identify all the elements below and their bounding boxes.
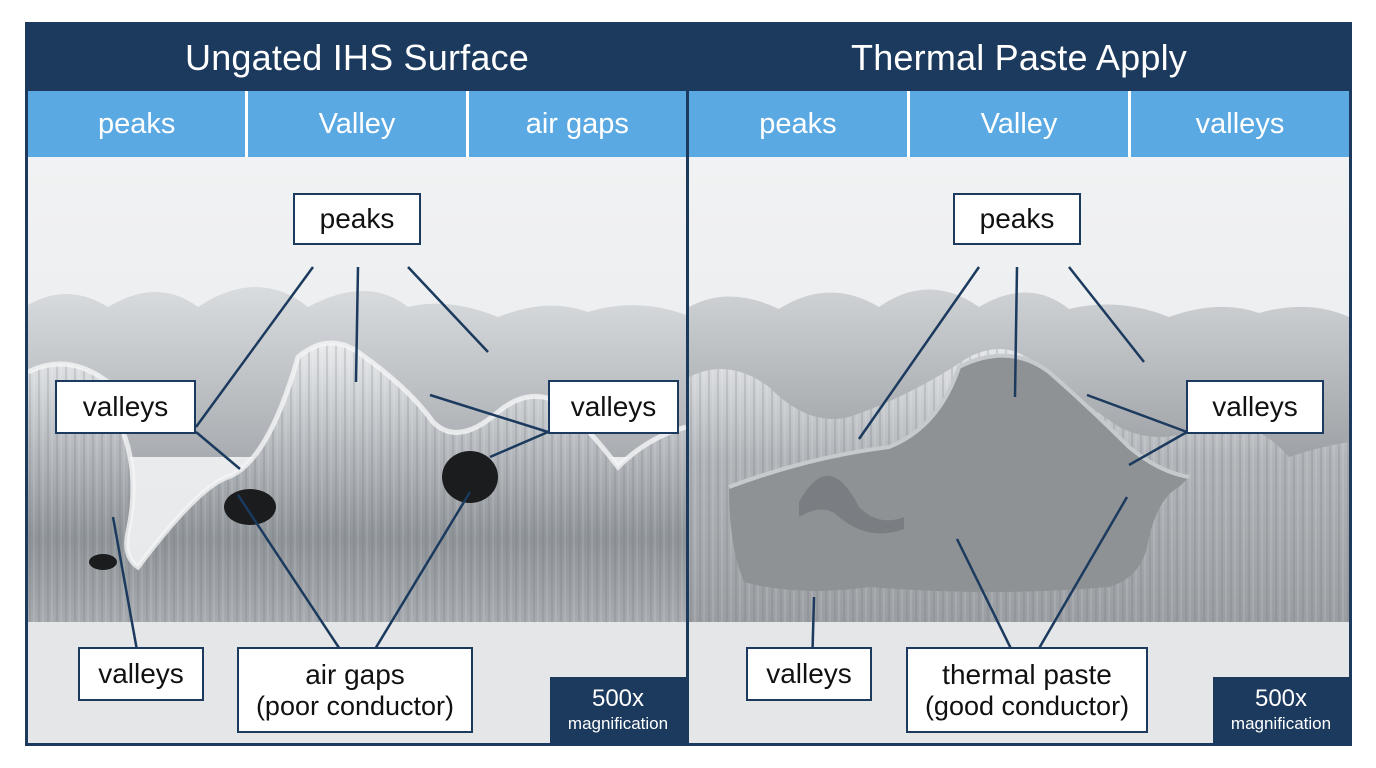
- tab-valley: Valley: [248, 91, 466, 157]
- magnification-badge: 500x magnification: [550, 677, 686, 743]
- thermal-paste-fill: [729, 355, 1189, 592]
- panel-ungated-ihs: Ungated IHS Surface peaks Valley air gap…: [25, 22, 689, 746]
- callout-valleys-bottom: valleys: [78, 647, 204, 701]
- panel-title: Thermal Paste Apply: [689, 25, 1349, 91]
- callout-valleys-bottom: valleys: [746, 647, 872, 701]
- label-row: peaks Valley air gaps: [28, 91, 686, 157]
- tab-valley: Valley: [910, 91, 1128, 157]
- callout-valleys-right: valleys: [548, 380, 679, 434]
- callout-thermal-paste-label: thermal paste: [942, 659, 1112, 690]
- panel-title: Ungated IHS Surface: [28, 25, 686, 91]
- air-gap-void: [89, 554, 117, 570]
- callout-valleys-left: valleys: [55, 380, 196, 434]
- magnification-value: 500x: [591, 685, 645, 712]
- tab-valleys: valleys: [1131, 91, 1349, 157]
- panel-thermal-paste: Thermal Paste Apply peaks Valley valleys: [686, 22, 1352, 746]
- air-gap-void: [224, 489, 276, 525]
- tab-air-gaps: air gaps: [468, 91, 686, 157]
- callout-thermal-paste-sub: (good conductor): [924, 691, 1130, 721]
- callout-air-gaps: air gaps (poor conductor): [237, 647, 473, 733]
- callout-valleys-right: valleys: [1186, 380, 1324, 434]
- callout-air-gaps-sub: (poor conductor): [255, 691, 455, 721]
- magnification-badge: 500x magnification: [1213, 677, 1349, 743]
- air-gap-void: [442, 451, 498, 503]
- tab-peaks: peaks: [689, 91, 907, 157]
- callout-peaks: peaks: [293, 193, 421, 245]
- magnification-label: magnification: [567, 714, 669, 733]
- label-row: peaks Valley valleys: [689, 91, 1349, 157]
- callout-air-gaps-label: air gaps: [305, 659, 405, 690]
- magnification-value: 500x: [1254, 685, 1308, 712]
- callout-peaks: peaks: [953, 193, 1081, 245]
- magnification-label: magnification: [1230, 714, 1332, 733]
- callout-thermal-paste: thermal paste (good conductor): [906, 647, 1148, 733]
- tab-peaks: peaks: [28, 91, 246, 157]
